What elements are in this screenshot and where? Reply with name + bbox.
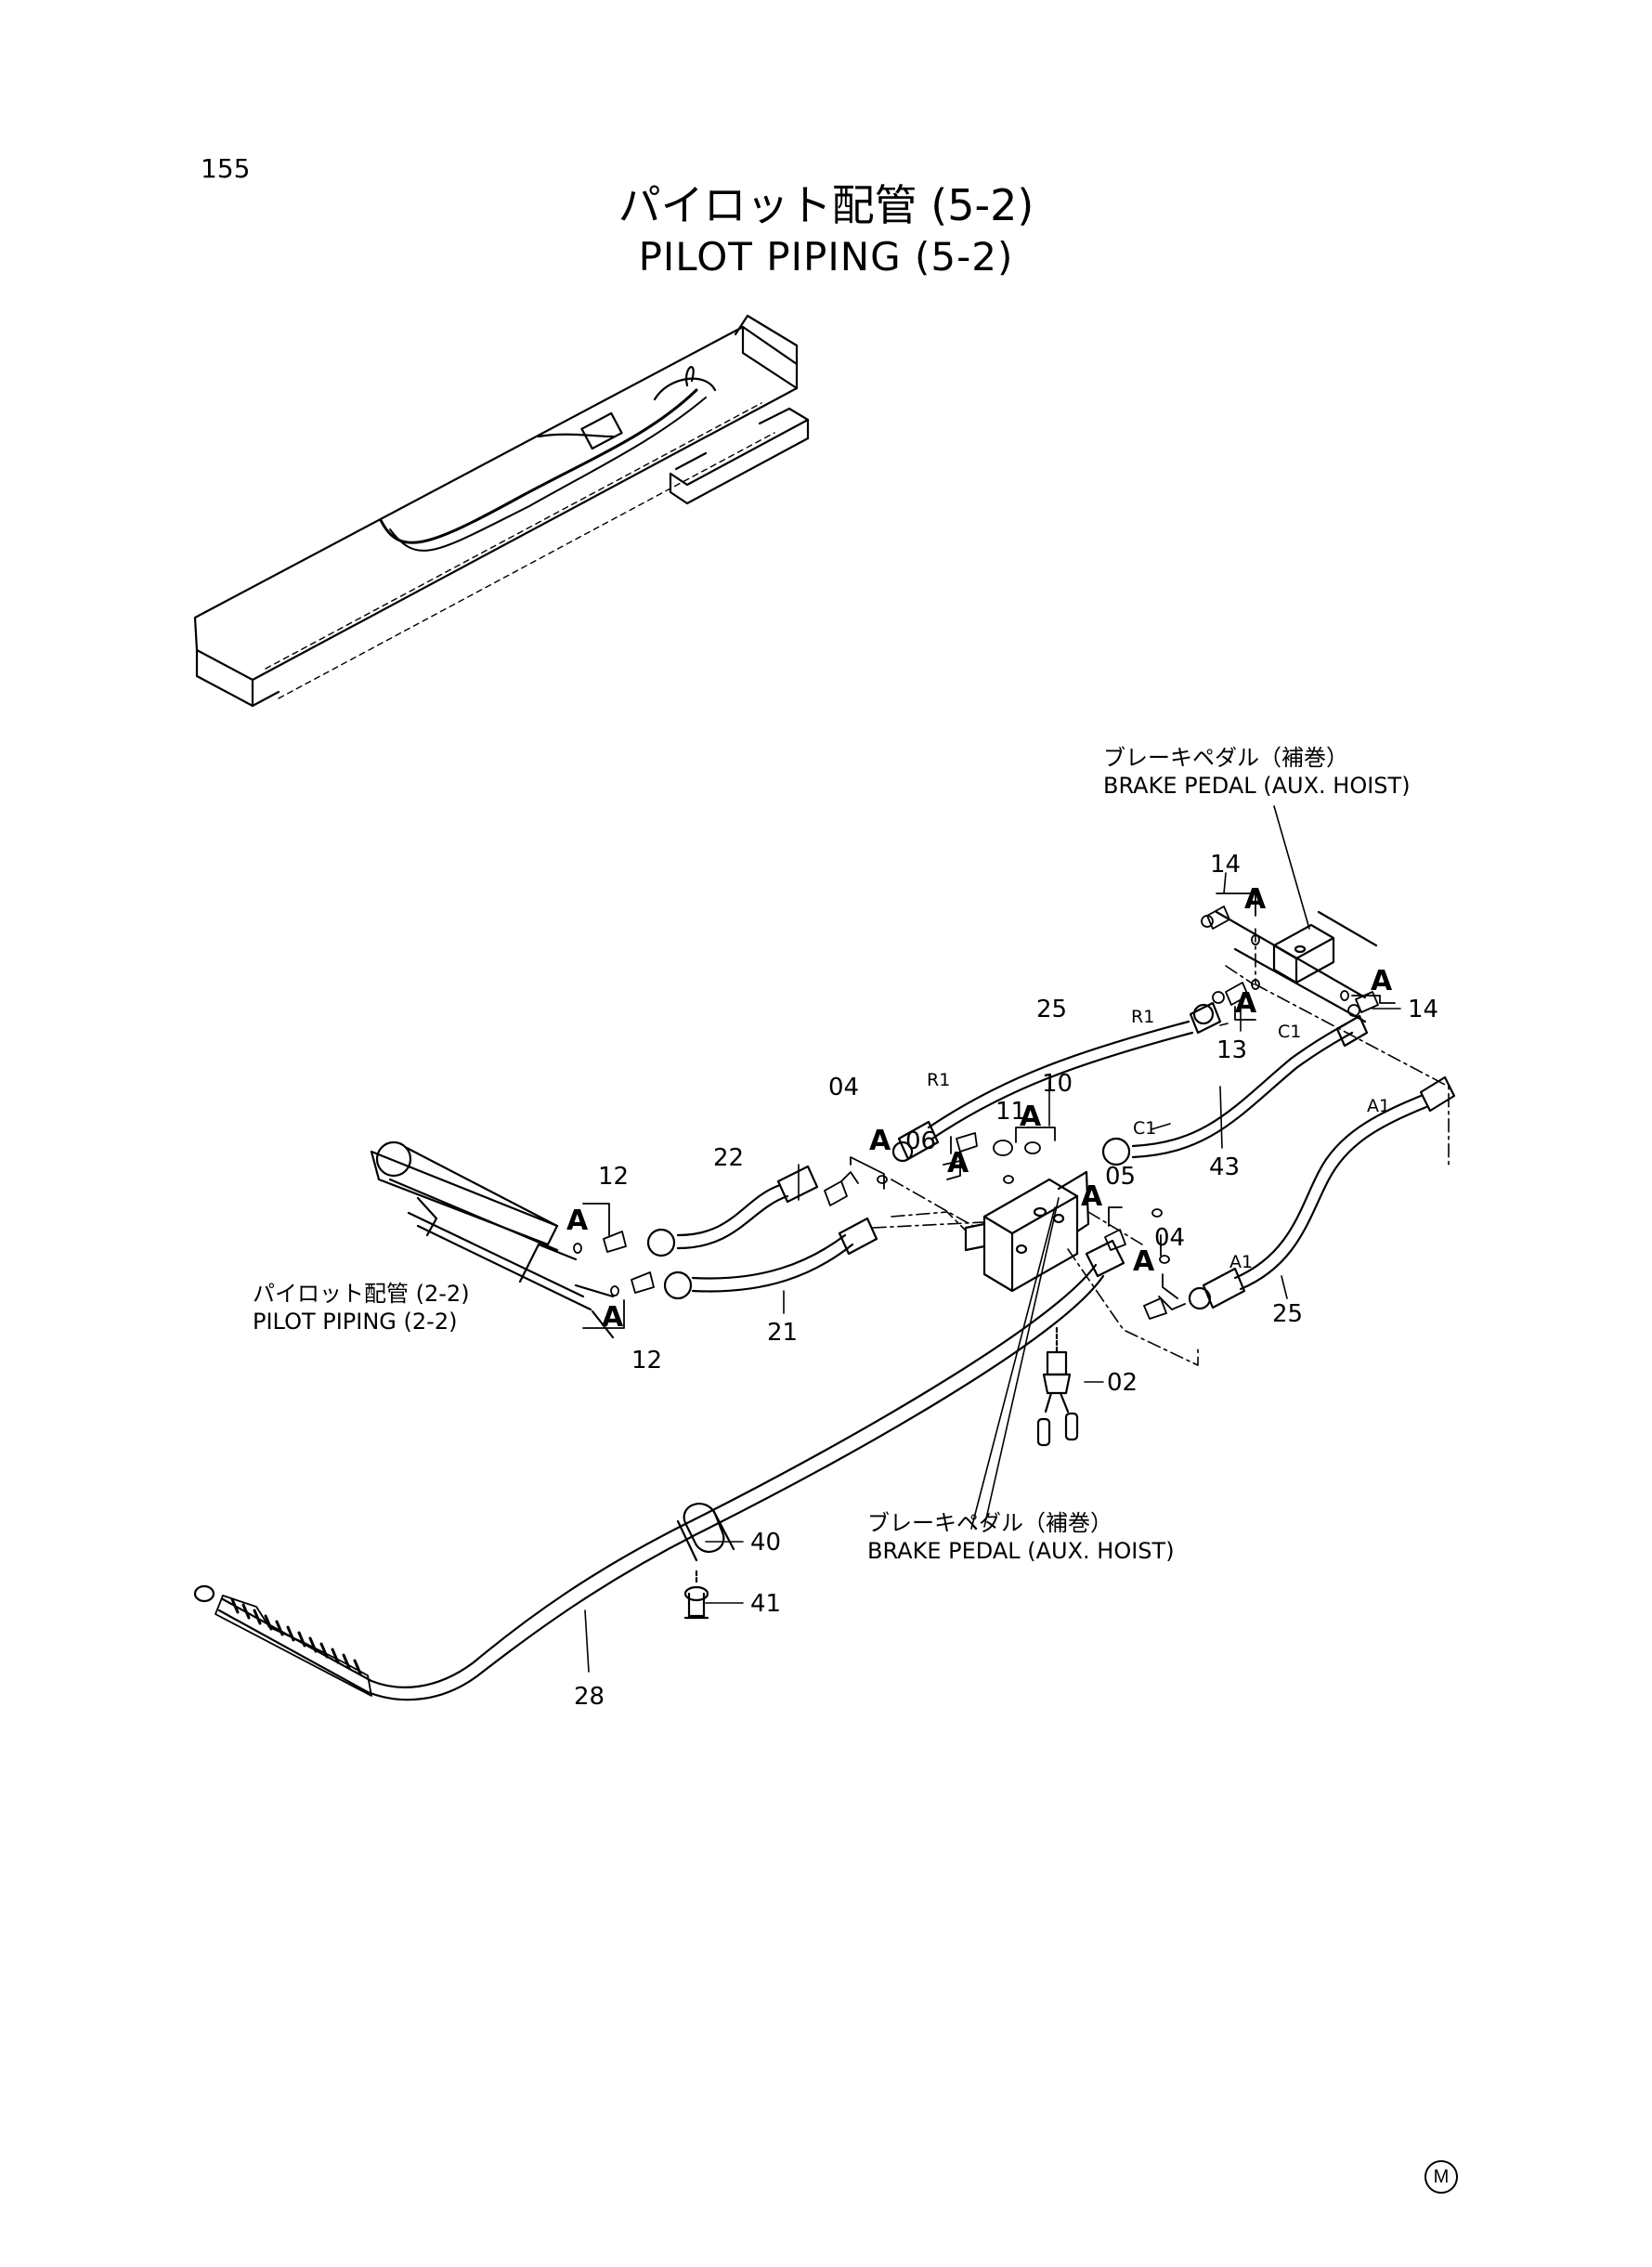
part-label: 41 xyxy=(750,1590,782,1618)
group-marker-a: A xyxy=(947,1147,969,1179)
note-pilot-piping-ref: パイロット配管 (2-2) PILOT PIPING (2-2) xyxy=(253,1280,470,1335)
group-marker-a: A xyxy=(1371,965,1393,997)
part-label: 40 xyxy=(750,1529,782,1557)
manufacturer-mark: M xyxy=(1424,2160,1458,2194)
title-japanese: パイロット配管 (5-2) xyxy=(618,180,1034,230)
switch-02 xyxy=(1036,1326,1079,1447)
part-label: 05 xyxy=(1105,1163,1137,1191)
group-marker-a: A xyxy=(602,1301,624,1334)
part-label: 12 xyxy=(598,1163,630,1191)
brake-pedal-block xyxy=(1215,910,1378,1023)
note-brake-pedal-top-en: BRAKE PEDAL (AUX. HOIST) xyxy=(1103,773,1411,799)
group-marker-a: A xyxy=(869,1125,891,1157)
hose-28 xyxy=(193,1239,1125,1701)
part-label: 14 xyxy=(1210,851,1242,879)
part-label: 13 xyxy=(1216,1036,1248,1064)
part-label: 25 xyxy=(1272,1300,1304,1328)
group-marker-a: A xyxy=(1133,1245,1155,1278)
group-marker-a: A xyxy=(1235,987,1257,1020)
port-label: C1 xyxy=(1133,1118,1157,1139)
port-label: A1 xyxy=(1229,1252,1254,1272)
hose-22 xyxy=(646,1165,819,1257)
note-brake-pedal-bottom: ブレーキペダル（補巻） BRAKE PEDAL (AUX. HOIST) xyxy=(867,1509,1175,1565)
hose-43-c1 xyxy=(1101,1014,1369,1166)
part-label: 25 xyxy=(1036,996,1068,1023)
part-label: 21 xyxy=(767,1319,799,1347)
part-label: 14 xyxy=(1408,996,1439,1023)
part-label: 12 xyxy=(631,1347,663,1375)
hose-21 xyxy=(663,1217,878,1300)
port-label: A1 xyxy=(1367,1096,1391,1116)
note-pilot-piping-ref-en: PILOT PIPING (2-2) xyxy=(253,1309,458,1335)
group-marker-a: A xyxy=(566,1205,589,1237)
part-label: 22 xyxy=(713,1144,745,1172)
group-marker-a: A xyxy=(1081,1180,1103,1213)
part-label: 43 xyxy=(1209,1153,1241,1181)
brake-pedal-valve xyxy=(964,1170,1090,1293)
note-brake-pedal-top: ブレーキペダル（補巻） BRAKE PEDAL (AUX. HOIST) xyxy=(1103,744,1411,800)
part-label: 10 xyxy=(1042,1070,1073,1098)
part-label: 06 xyxy=(905,1127,937,1155)
bolt-41 xyxy=(683,1570,709,1620)
leader-lines xyxy=(584,805,1401,1673)
title-english: PILOT PIPING (5-2) xyxy=(638,234,1014,280)
note-brake-pedal-bottom-en: BRAKE PEDAL (AUX. HOIST) xyxy=(867,1538,1175,1564)
port-label: R1 xyxy=(927,1070,951,1090)
group-brackets xyxy=(582,892,1396,1329)
group-marker-a: A xyxy=(1244,883,1267,916)
part-label: 04 xyxy=(828,1074,860,1101)
pilot-piping-2-2 xyxy=(370,1140,615,1339)
part-label: 11 xyxy=(995,1098,1027,1126)
page-number: 155 xyxy=(201,153,251,184)
group-marker-a: A xyxy=(1020,1101,1042,1133)
note-brake-pedal-top-jp: ブレーキペダル（補巻） xyxy=(1103,745,1348,771)
note-brake-pedal-bottom-jp: ブレーキペダル（補巻） xyxy=(867,1510,1112,1536)
note-pilot-piping-ref-jp: パイロット配管 (2-2) xyxy=(253,1281,470,1307)
overview-frame xyxy=(193,314,810,708)
fittings xyxy=(573,905,1379,1320)
part-label: 04 xyxy=(1154,1224,1186,1252)
part-label: 02 xyxy=(1107,1369,1138,1397)
port-label: R1 xyxy=(1131,1007,1155,1027)
alignment-lines xyxy=(872,928,1450,1366)
hose-25-a1 xyxy=(1188,1075,1456,1310)
port-label: C1 xyxy=(1278,1022,1302,1042)
hose-25-r1 xyxy=(891,1001,1222,1163)
clamp-40 xyxy=(676,1503,735,1562)
part-label: 28 xyxy=(574,1683,605,1711)
